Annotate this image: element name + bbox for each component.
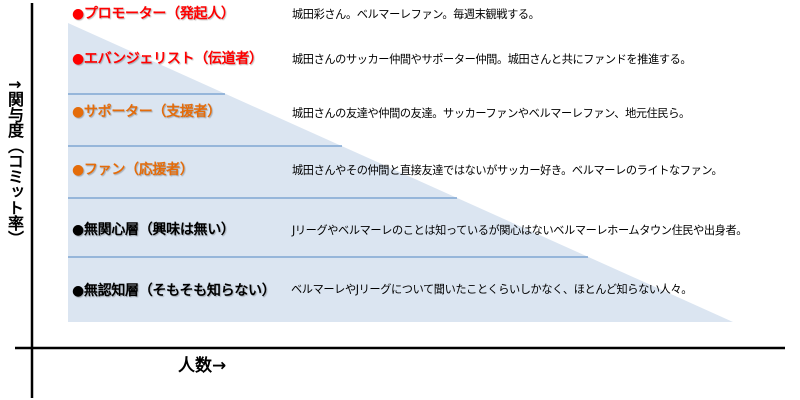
- y-axis-label: ↑関与度（コミット率）: [5, 78, 24, 246]
- tier-label-supporter: ●サポーター（支援者）: [72, 104, 221, 120]
- tier-desc-fan: 城田さんやその仲間と直接友達ではないがサッカー好き。ベルマーレのライトなファン。: [292, 164, 723, 177]
- engagement-triangle: [68, 23, 733, 322]
- tier-label-evangelist: ●エバンジェリスト（伝道者）: [72, 51, 263, 67]
- tier-label-promoter: ●プロモーター（発起人）: [72, 6, 235, 22]
- tier-label-unaware: ●無認知層（そもそも知らない）: [72, 283, 276, 299]
- tier-desc-unaware: ベルマーレやJリーグについて聞いたことくらいしかなく、ほとんど知らない人々。: [291, 283, 693, 296]
- tier-label-fan: ●ファン（応援者）: [72, 162, 194, 178]
- tier-desc-supporter: 城田さんの友達や仲間の友達。サッカーファンやベルマーレファン、地元住民ら。: [292, 107, 690, 120]
- tier-desc-evangelist: 城田さんのサッカー仲間やサポーター仲間。城田さんと共にファンドを推進する。: [292, 53, 692, 66]
- tier-label-indifferent: ●無関心層（興味は無い）: [72, 222, 235, 238]
- x-axis-label: 人数→: [178, 356, 227, 376]
- tier-desc-promoter: 城田彩さん。ベルマーレファン。毎週末観戦する。: [292, 8, 540, 21]
- tier-desc-indifferent: Jリーグやベルマーレのことは知っているが関心はないベルマーレホームタウン住民や出…: [292, 224, 748, 237]
